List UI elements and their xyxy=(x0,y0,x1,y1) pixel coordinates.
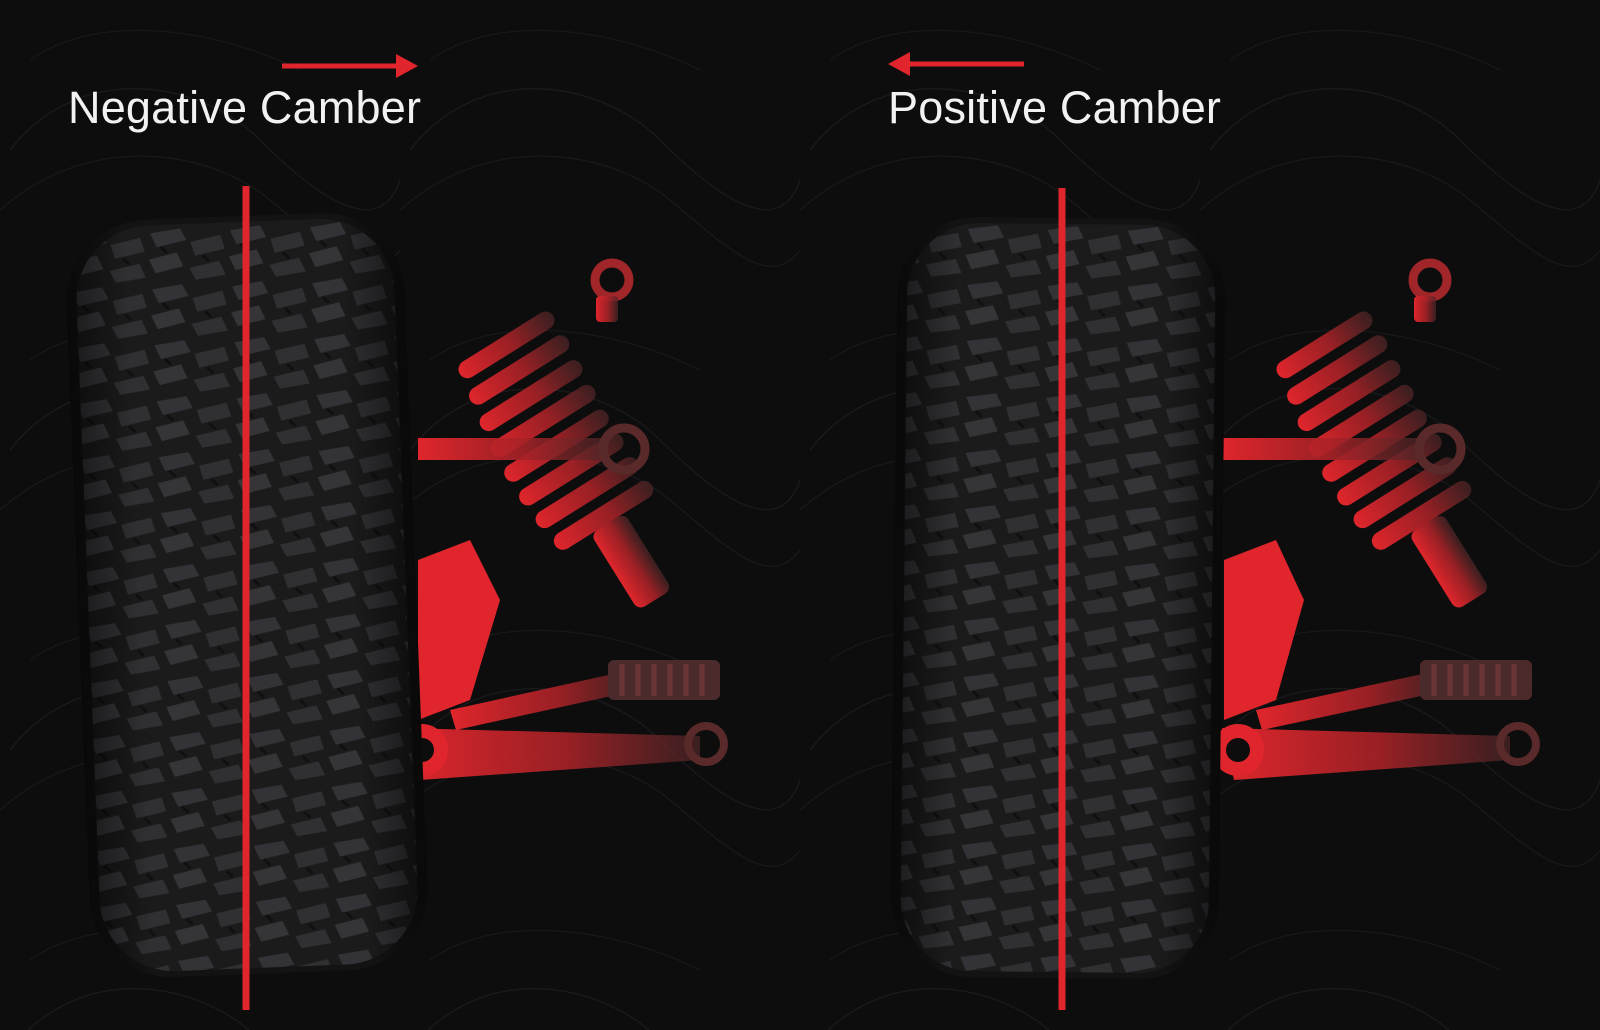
control-arm-icon xyxy=(396,423,728,780)
panel-positive-camber xyxy=(888,52,1540,1010)
direction-arrow-icon xyxy=(282,54,418,78)
panel-negative-camber xyxy=(66,54,728,1010)
direction-arrow-icon xyxy=(888,52,1024,76)
suspension-strut-icon xyxy=(1276,258,1488,608)
control-arm-icon xyxy=(1212,423,1540,780)
positive-camber-label: Positive Camber xyxy=(888,82,1222,133)
negative-camber-label: Negative Camber xyxy=(68,82,422,133)
tire-tread-icon xyxy=(890,217,1226,979)
